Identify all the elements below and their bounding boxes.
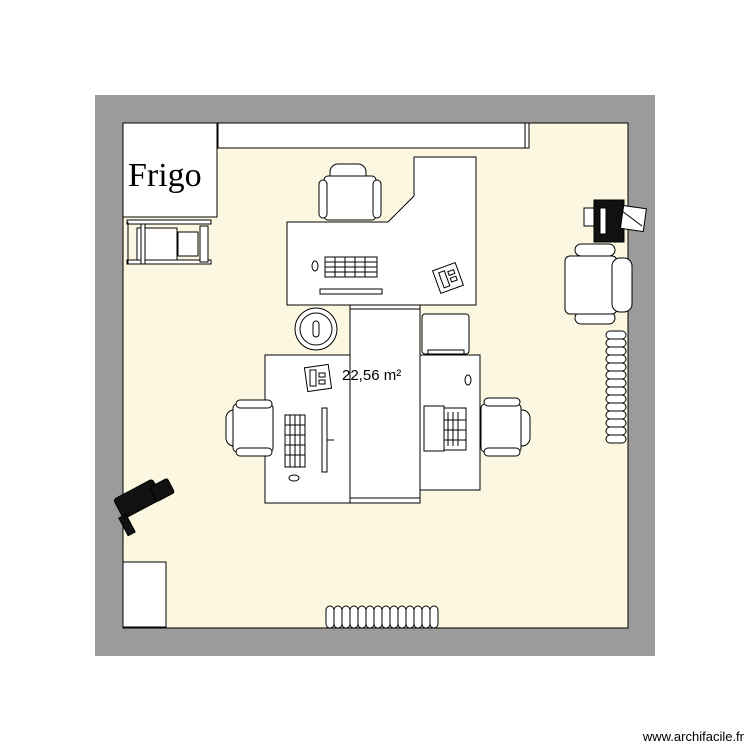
keyboard-icon: [324, 256, 378, 278]
small-cabinet-base: [427, 349, 465, 355]
waste-bin-icon[interactable]: [294, 307, 338, 351]
keyboard-icon: [284, 414, 306, 468]
credit-text: www.archifacile.fr: [642, 729, 744, 744]
desk-center[interactable]: [349, 304, 421, 504]
monitor-icon: [321, 407, 328, 473]
storage-cabinet[interactable]: [122, 561, 167, 628]
mouse-icon: [464, 374, 472, 386]
fridge-label: Frigo: [128, 157, 202, 194]
security-camera-icon[interactable]: [113, 478, 175, 537]
wall-counter[interactable]: [217, 122, 529, 149]
monitor-icon: [319, 288, 383, 295]
office-chair-left[interactable]: [225, 399, 274, 457]
wheelchair-icon[interactable]: [126, 219, 212, 265]
armchair-right[interactable]: [564, 243, 633, 325]
laptop-icon: [423, 405, 467, 452]
radiator-right[interactable]: [605, 330, 627, 444]
telephone-icon: [303, 363, 333, 393]
wall-counter-edge: [524, 122, 530, 149]
printer-icon[interactable]: [583, 199, 647, 243]
mouse-icon: [288, 474, 300, 482]
office-chair-right[interactable]: [480, 397, 531, 457]
room-area-label: 22,56 m²: [342, 367, 401, 384]
telephone-icon: [431, 261, 465, 295]
small-cabinet[interactable]: [421, 313, 470, 355]
desk-center-top-edge: [349, 304, 421, 310]
office-chair-top[interactable]: [318, 163, 382, 221]
radiator-bottom[interactable]: [325, 605, 439, 629]
desk-center-bottom-edge: [349, 497, 421, 504]
mouse-icon: [311, 260, 319, 272]
fridge[interactable]: Frigo: [122, 122, 218, 218]
